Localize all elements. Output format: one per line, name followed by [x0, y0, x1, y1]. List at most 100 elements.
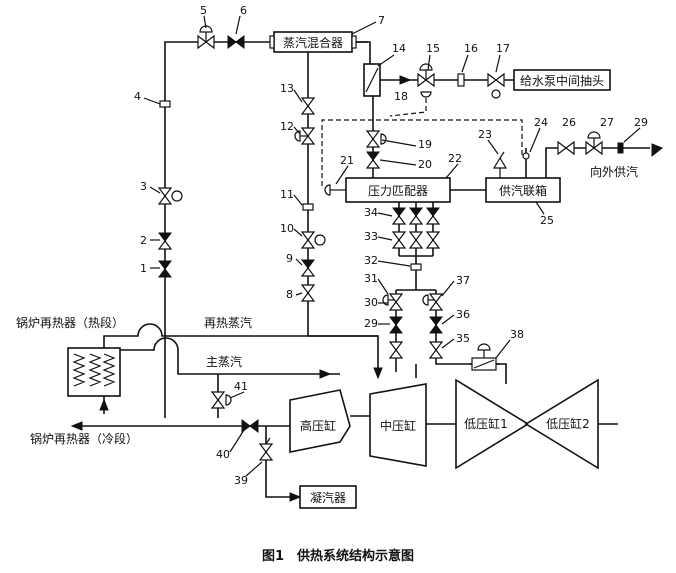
- valve-38: [471, 343, 497, 371]
- valve-3: [157, 187, 183, 205]
- number-40: 40: [216, 448, 230, 461]
- figure-caption: 图1 供热系统结构示意图: [262, 548, 414, 564]
- valve-10: [300, 231, 326, 249]
- number-17: 17: [496, 42, 510, 55]
- number-13: 13: [280, 82, 294, 95]
- valve-41: [210, 391, 232, 409]
- valve-31: [382, 293, 404, 311]
- flow-meter-11: [302, 203, 314, 211]
- valve-40: [241, 419, 259, 433]
- number-22: 22: [448, 152, 462, 165]
- ip-cylinder: 中压缸: [369, 383, 427, 467]
- safety-valve-23: [492, 151, 508, 178]
- boiler-reheater: [67, 347, 121, 397]
- number-12: 12: [280, 120, 294, 133]
- valve-35: [428, 341, 444, 359]
- condenser: 凝汽器: [299, 485, 357, 509]
- number-11: 11: [280, 188, 294, 201]
- hp-cylinder: 高压缸: [289, 389, 351, 453]
- ip-cylinder-label: 中压缸: [380, 418, 416, 433]
- number-29: 29: [364, 317, 378, 330]
- valve-2: [157, 232, 173, 250]
- number-8: 8: [286, 288, 293, 301]
- number-38: 38: [510, 328, 524, 341]
- reheater-hot-label: 锅炉再热器（热段）: [16, 315, 124, 330]
- number-10: 10: [280, 222, 294, 235]
- valve-15: [417, 63, 435, 98]
- valve-30: [389, 316, 403, 334]
- valve-8: [300, 284, 316, 302]
- number-4: 4: [134, 90, 141, 103]
- number-5: 5: [200, 4, 207, 17]
- valve-33-group: [391, 231, 441, 249]
- number-25: 25: [540, 214, 554, 227]
- valve-29: [388, 341, 404, 359]
- number-31: 31: [364, 272, 378, 285]
- number-33: 33: [364, 230, 378, 243]
- number-29-supply: 29: [634, 116, 648, 129]
- steam-mixer-label: 蒸汽混合器: [283, 35, 343, 50]
- flow-meter-4: [159, 100, 171, 108]
- lp-cylinder-2: 低压缸2: [524, 378, 599, 470]
- lp-cylinder-1: 低压缸1: [455, 378, 530, 470]
- feedwater-extraction: 给水泵中间抽头: [513, 69, 611, 91]
- flow-meter-32: [410, 263, 422, 271]
- hp-cylinder-label: 高压缸: [300, 418, 336, 433]
- reheat-steam-label: 再热蒸汽: [204, 315, 252, 330]
- orifice-16: [457, 73, 465, 87]
- main-steam-label: 主蒸汽: [206, 354, 242, 369]
- valve-26: [557, 140, 575, 156]
- number-39: 39: [234, 474, 248, 487]
- number-41: 41: [234, 380, 248, 393]
- number-27: 27: [600, 116, 614, 129]
- valve-36: [429, 316, 443, 334]
- heat-exchanger-14: [363, 63, 381, 97]
- number-14: 14: [392, 42, 406, 55]
- steam-header-label: 供汽联箱: [499, 183, 547, 198]
- lp-cylinder-1-label: 低压缸1: [464, 416, 508, 431]
- number-6: 6: [240, 4, 247, 17]
- feedwater-extraction-label: 给水泵中间抽头: [520, 73, 604, 88]
- number-21: 21: [340, 154, 354, 167]
- number-37: 37: [456, 274, 470, 287]
- number-3: 3: [140, 180, 147, 193]
- number-18: 18: [394, 90, 408, 103]
- number-30: 30: [364, 296, 378, 309]
- number-26: 26: [562, 116, 576, 129]
- number-36: 36: [456, 308, 470, 321]
- external-supply-label: 向外供汽: [590, 164, 638, 179]
- number-35: 35: [456, 332, 470, 345]
- number-24: 24: [534, 116, 548, 129]
- number-32: 32: [364, 254, 378, 267]
- number-2: 2: [140, 234, 147, 247]
- valve-6: [227, 35, 245, 49]
- valve-12: [294, 127, 316, 145]
- valve-34-group: [391, 207, 441, 225]
- valve-13: [300, 97, 316, 115]
- component-numbers: 1 2 3 4 5 6 7 8 9 10 11 12 13 14 15 16 1…: [134, 4, 648, 487]
- control-lines: [321, 98, 523, 186]
- number-15: 15: [426, 42, 440, 55]
- valve-17: [487, 72, 505, 99]
- valve-1: [158, 260, 172, 278]
- leader-lines: [143, 15, 641, 477]
- valve-27: [585, 131, 603, 156]
- pressure-matcher: 压力匹配器: [345, 177, 451, 203]
- valve-37: [422, 293, 444, 311]
- number-23: 23: [478, 128, 492, 141]
- number-1: 1: [140, 262, 147, 275]
- flow-arrows: [70, 75, 663, 502]
- condenser-label: 凝汽器: [310, 490, 346, 505]
- pressure-matcher-label: 压力匹配器: [368, 184, 428, 198]
- lp-cylinder-2-label: 低压缸2: [546, 416, 590, 431]
- number-7: 7: [378, 14, 385, 27]
- number-9: 9: [286, 252, 293, 265]
- number-34: 34: [364, 206, 378, 219]
- steam-mixer: 蒸汽混合器: [269, 31, 357, 53]
- number-19: 19: [418, 138, 432, 151]
- number-16: 16: [464, 42, 478, 55]
- valve-19: [365, 130, 387, 148]
- orifice-29-supply: [617, 142, 624, 154]
- number-20: 20: [418, 158, 432, 171]
